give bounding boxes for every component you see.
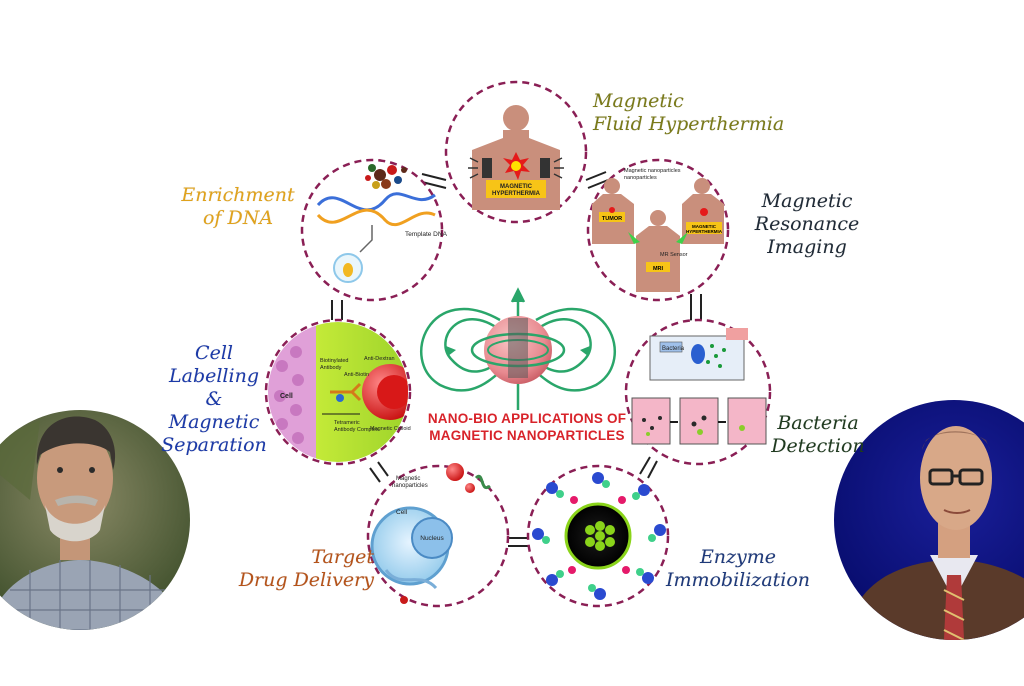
mri-sensor-label: MR Sensor	[660, 252, 688, 258]
label-hyperthermia: Magnetic Fluid Hyperthermia	[593, 90, 784, 136]
bacteria-circle: Bacteria	[624, 318, 772, 466]
core-hexagon-icon	[585, 521, 615, 551]
label-mri: Magnetic Resonance Imaging	[752, 190, 862, 259]
label-bacteria-line-1: Bacteria	[777, 412, 859, 434]
cell-biotin-label-2: Antibody	[320, 365, 342, 371]
mri-hyper-label-2: HYPERTHERMIA	[686, 229, 723, 234]
label-cell-line-3: &	[205, 388, 223, 410]
label-cell-line-5: Separation	[161, 434, 267, 456]
arrow-left-icon	[628, 232, 640, 244]
label-drug-line-1: Target	[311, 546, 374, 568]
label-bacteria-line-2: Detection	[771, 435, 865, 457]
label-mri-line-3: Imaging	[767, 236, 847, 258]
hyperthermia-box-label-2: HYPERTHERMIA	[492, 191, 541, 197]
mri-np-label-2: nanoparticles	[624, 175, 657, 181]
center-title-line-2: MAGNETIC NANOPARTICLES	[429, 428, 625, 443]
center-title: NANO-BIO APPLICATIONS OF MAGNETIC NANOPA…	[420, 410, 634, 444]
label-enzyme-line-2: Immobilization	[665, 569, 811, 591]
dna-circle: Template DNA	[300, 158, 448, 302]
bacteria-inset-label: Bacteria	[662, 346, 685, 352]
hyperthermia-box-label: MAGNETIC	[500, 184, 533, 190]
drug-nucleus-label: Nucleus	[420, 535, 444, 542]
face-right	[920, 426, 992, 530]
arrow-right-icon	[676, 232, 688, 244]
label-cell-line-1: Cell	[195, 342, 233, 364]
field-arrow-right-icon	[580, 346, 590, 356]
drug-np-label: Magnetic	[396, 476, 420, 482]
mri-box-label: MRI	[653, 266, 664, 272]
circle-connectors	[331, 171, 702, 547]
label-drug: Target Drug Delivery	[226, 546, 374, 592]
label-mri-line-2: Resonance	[754, 213, 860, 235]
portrait-left	[0, 410, 190, 630]
dna-template-label: Template DNA	[405, 231, 448, 238]
nanoparticle-icon	[446, 463, 464, 481]
mri-np-label: Magnetic nanoparticles	[624, 168, 681, 174]
enzyme-molecules	[532, 472, 666, 600]
enzyme-circle	[526, 464, 670, 608]
label-dna-line-1: Enrichment	[181, 184, 295, 206]
coil-left-icon	[468, 157, 492, 179]
nanoparticle-cluster	[365, 164, 407, 189]
field-arrow-left-icon	[446, 346, 456, 356]
label-dna-line-2: of DNA	[202, 207, 274, 229]
mri-circle: TUMOR MAGNETIC HYPERTHERMIA MRI Magnetic…	[586, 158, 730, 302]
label-enzyme: Enzyme Immobilization	[658, 546, 818, 592]
label-dna: Enrichment of DNA	[176, 184, 300, 230]
cell-labelling-circle: Cell Biotinylated Antibody Anti-Biotin A…	[264, 318, 412, 466]
dna-helix-icon	[316, 192, 436, 227]
glasses-icon	[928, 468, 984, 486]
test-tubes	[631, 397, 767, 445]
drug-cell-label: Cell	[396, 509, 408, 516]
label-mri-line-1: Magnetic	[761, 190, 853, 212]
cell-tetrameric-label: Tetrameric	[334, 420, 360, 426]
cell-cell-label: Cell	[280, 393, 293, 400]
cell-biotin-label: Biotinylated	[320, 358, 348, 364]
drug-delivery-circle: Nucleus Cell Magnetic nanoparticles	[366, 463, 510, 608]
label-hyperthermia-line-1: Magnetic	[593, 90, 684, 112]
label-cell-line-2: Labelling	[169, 365, 259, 387]
label-drug-line-2: Drug Delivery	[238, 569, 374, 591]
cell-antidextran-label: Anti-Dextran	[364, 356, 395, 362]
hyperthermia-circle: MAGNETIC HYPERTHERMIA	[444, 80, 588, 224]
label-hyperthermia-line-2: Fluid Hyperthermia	[593, 113, 785, 135]
drug-np-label-2: nanoparticles	[392, 483, 428, 489]
cell-colloid-label: Magnetic Colloid	[370, 426, 411, 432]
portrait-right	[834, 400, 1024, 640]
bacteria-dots	[706, 344, 726, 368]
label-enzyme-line-1: Enzyme	[699, 546, 777, 568]
label-cell: Cell Labelling & Magnetic Separation	[156, 342, 272, 457]
cell-antibiotin-label: Anti-Biotin	[344, 372, 369, 378]
mri-hyper-label: MAGNETIC	[692, 224, 717, 229]
label-cell-line-4: Magnetic	[168, 411, 260, 433]
label-bacteria: Bacteria Detection	[768, 412, 868, 458]
center-title-line-1: NANO-BIO APPLICATIONS OF	[427, 411, 627, 426]
center-magnet	[420, 287, 616, 410]
cell-tetrameric-label-2: Antibody Complex	[334, 427, 379, 433]
coil-right-icon	[540, 157, 564, 179]
mri-tumor-label: TUMOR	[602, 216, 622, 222]
